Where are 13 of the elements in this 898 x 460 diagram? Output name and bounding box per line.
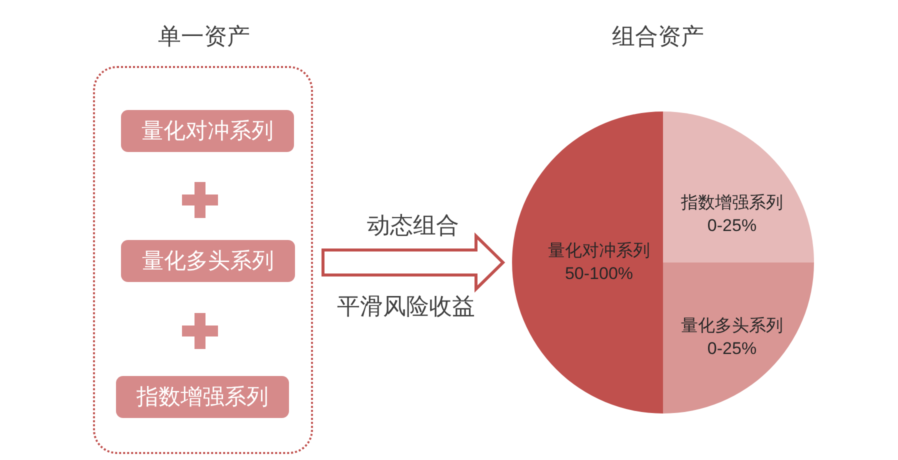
- series-box: 指数增强系列: [116, 376, 289, 418]
- series-box: 量化多头系列: [121, 240, 295, 282]
- series-box: 量化对冲系列: [121, 110, 294, 152]
- slice-value: 0-25%: [707, 216, 757, 236]
- panel-title: 单一资产: [158, 23, 250, 51]
- slice-value: 50-100%: [564, 264, 634, 284]
- slice-label: 量化多头系列: [681, 316, 783, 336]
- slice-label: 指数增强系列: [681, 192, 783, 214]
- arrow-caption: 平滑风险收益: [337, 293, 475, 321]
- chart-title: 组合资产: [612, 23, 704, 51]
- slice-value: 0-25%: [707, 338, 757, 360]
- block-arrow: [322, 232, 506, 293]
- slice-label: 量化对冲系列: [548, 240, 650, 262]
